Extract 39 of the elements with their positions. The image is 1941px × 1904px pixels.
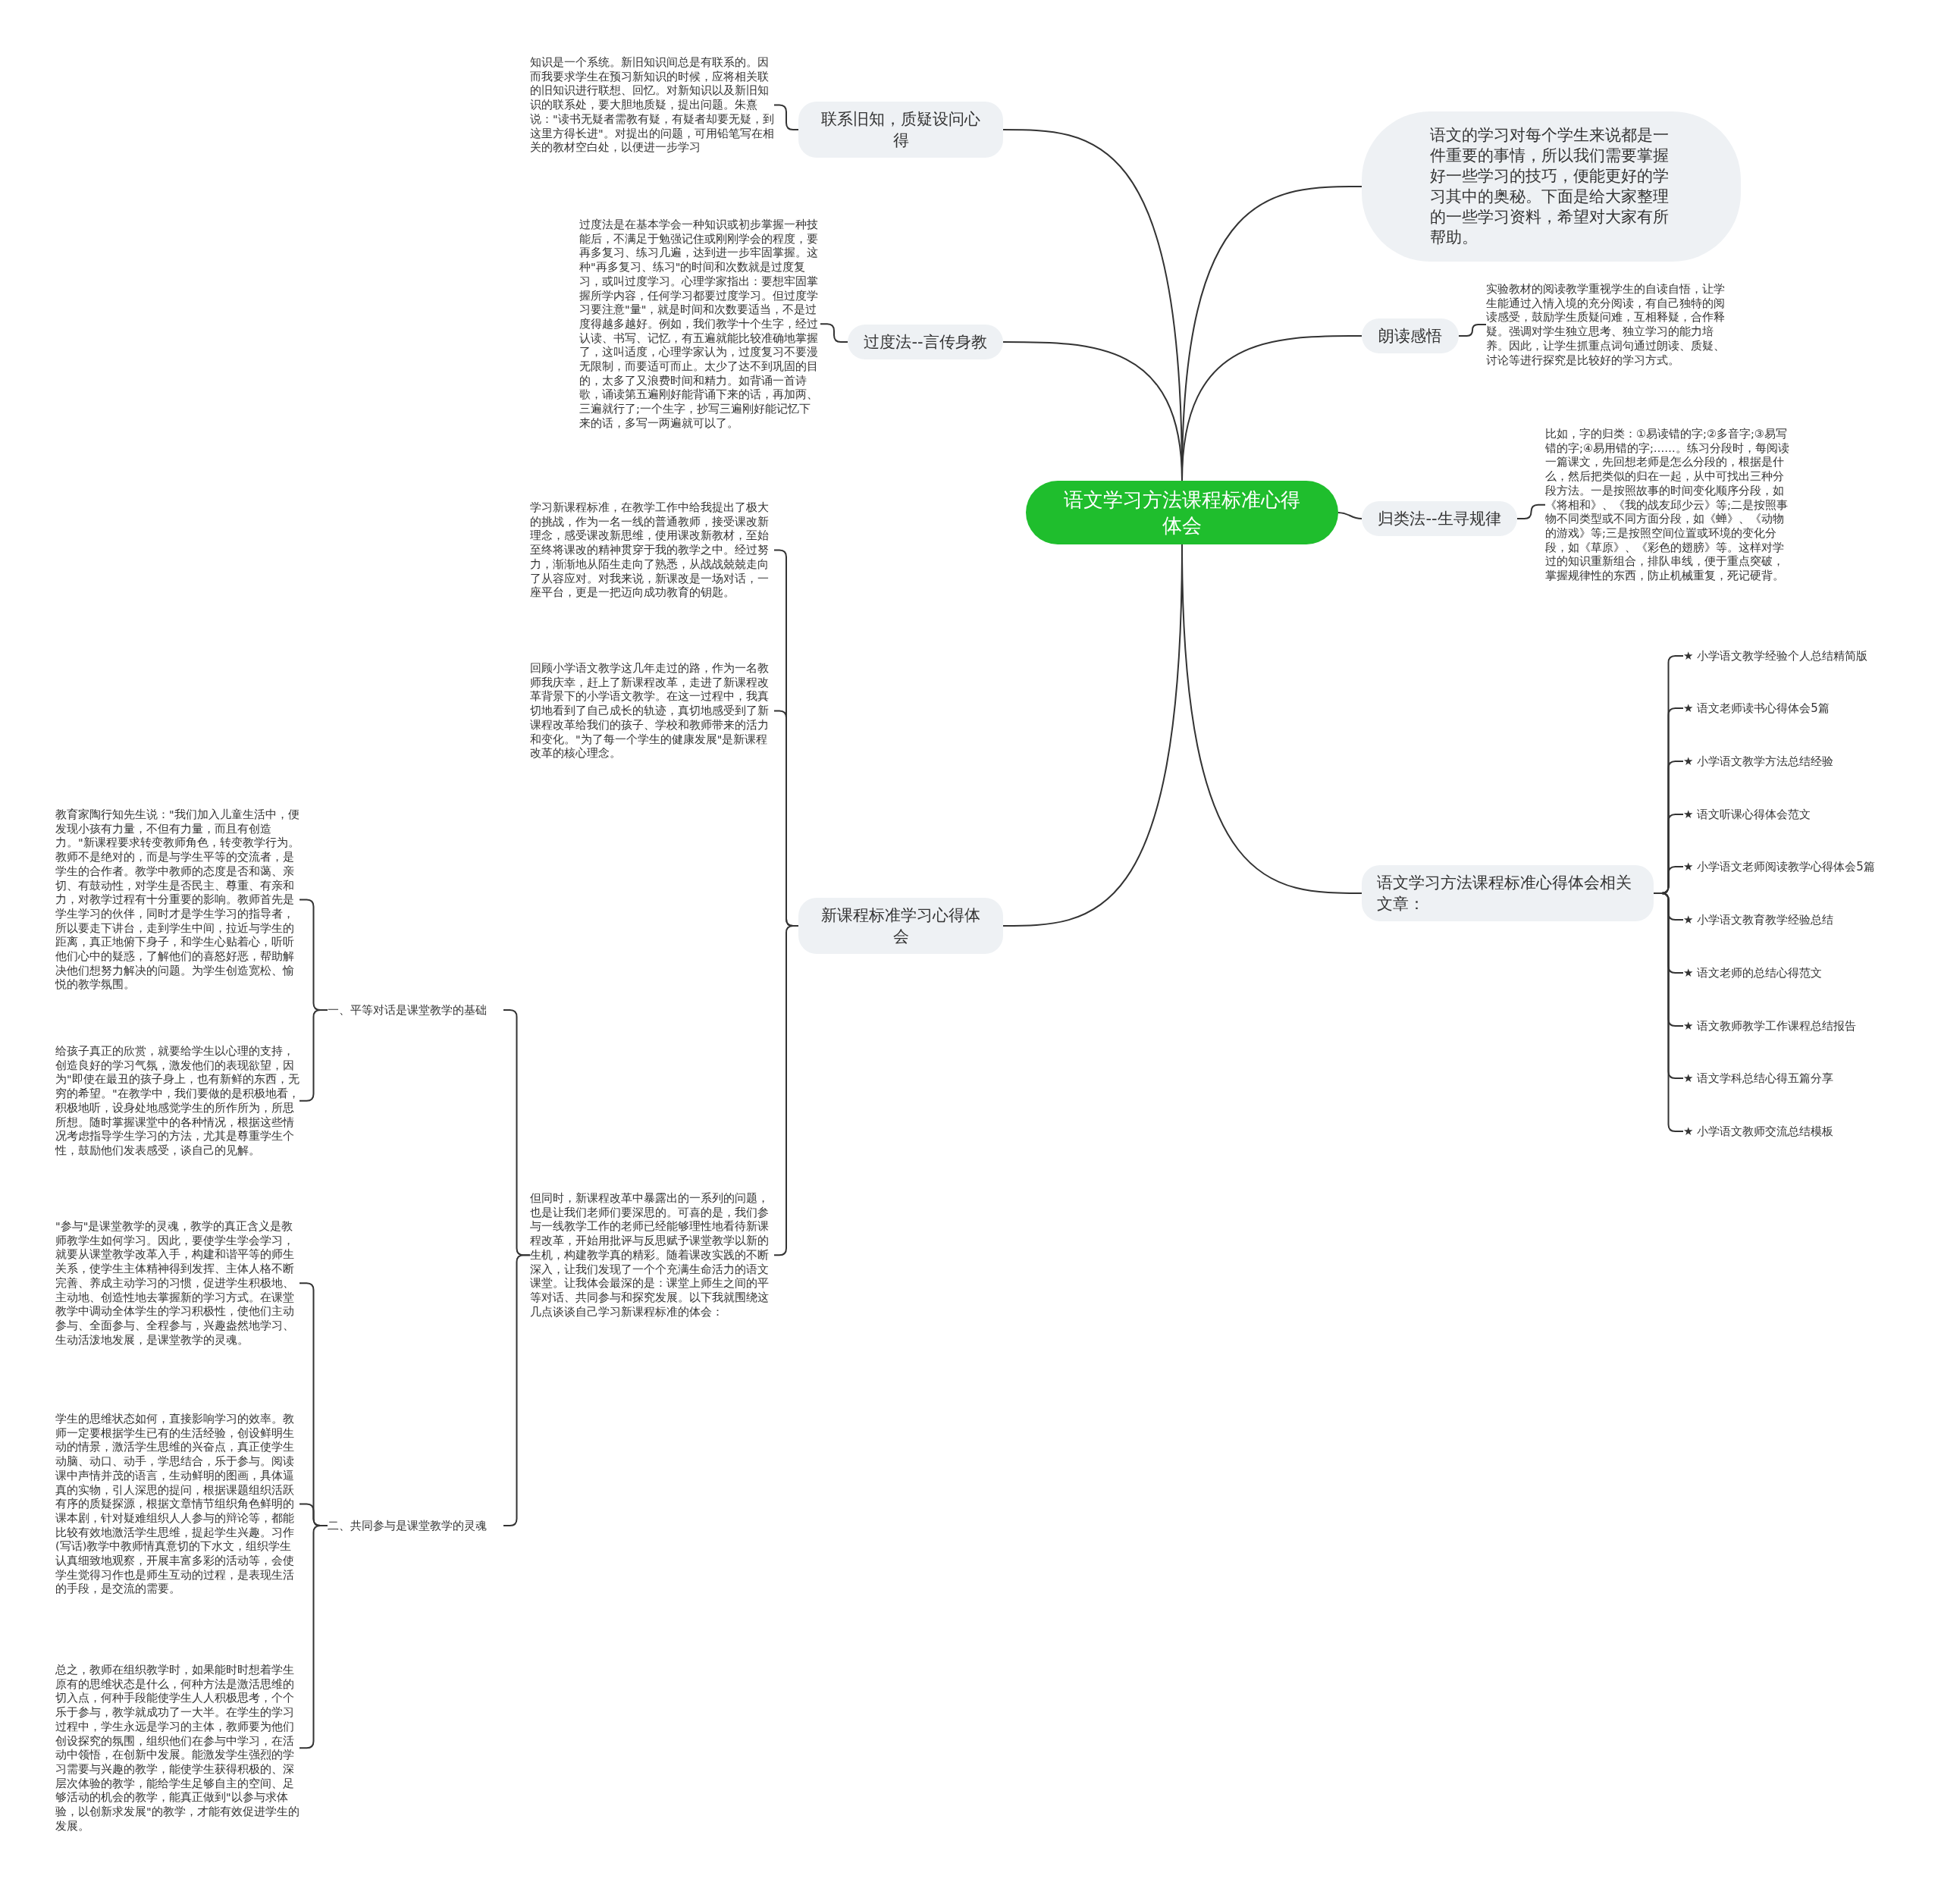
- article-link-text: ★ 语文学科总结心得五篇分享: [1683, 1071, 1926, 1086]
- subtopic-text: 一、平等对话是课堂教学的基础: [328, 1002, 503, 1018]
- paragraph-text: 学生的思维状态如何，直接影响学习的效率。教师一定要根据学生已有的生活经验，创设鲜明生动的情景，激活学生思维的兴奋点，真正使学生动脑、动口、动手，学思结合，乐于参与。阅读课中声情并茂的语言，生动鲜明的图画，具体逼真的实物，引人深思的提问，根据课题组织活跃有序的质疑探源，根据文章情节组织角色鲜明的课本剧，针对疑难组织人人参与的辩论等，都能比较有效地激活学生思维，提起学生兴趣。习作(写话)教学中教师情真意切的下水文，组织学生认真细致地观察，开展丰富多彩的活动等，会使学生觉得习作也是师生互动的过程，是表现生活的手段，是交流的需要。: [55, 1412, 299, 1597]
- topic-bubble: 联系旧知，质疑设问心得: [798, 102, 1003, 158]
- connector-line: [1337, 512, 1362, 519]
- paragraph-text: 但同时，新课程改革中暴露出的一系列的问题，也是让我们老师们要深思的。可喜的是，我们参与一线教学工作的老师已经能够理性地看待新课程改革，开始用批评与反思赋予课堂教学以新的生机，构建教学真的精彩。随着课改实践的不断深入，让我们发现了一个个充满生命活力的语文课堂。让我体会最深的是：课堂上师生之间的平等对话、共同参与和探究发展。以下我就围绕这几点谈谈自己学习新课程标准的体会：: [530, 1191, 774, 1319]
- paragraph-text: 比如，字的归类：①易读错的字;②多音字;③易写错的字;④易用错的字;……。练习分段时，每阅读一篇课文，先回想老师是怎么分段的，根据是什么，然后把类似的归在一起，从中可找出三种分段方法。一是按照故事的时间变化顺序分段，如《将相和》、《我的战友邱少云》等;二是按照事物不同类型或不同方面分段，如《蝉》、《动物的游戏》等;三是按照空间位置或环境的变化分段，如《草原》、《彩色的翅膀》等。这样对学过的知识重新组合，排队串线，便于重点突破，掌握规律性的东西，防止机械重复，死记硬背。: [1545, 427, 1789, 583]
- topic-bubble: 归类法--生寻规律: [1362, 501, 1517, 536]
- article-link-text: ★ 语文听课心得体会范文: [1683, 807, 1926, 822]
- topic-bubble: 朗读感悟: [1362, 318, 1459, 353]
- connector-line: [1181, 335, 1362, 481]
- article-link-text: ★ 小学语文教学方法总结经验: [1683, 754, 1926, 769]
- article-link-text: ★ 语文教师教学工作课程总结报告: [1683, 1018, 1926, 1034]
- paragraph-text: 给孩子真正的欣赏，就要给学生以心理的支持，创造良好的学习气氛，激发他们的表现欲望，因为"即使在最丑的孩子身上，也有新鲜的东西，无穷的希望。"在教学中，我们要做的是积极地看，积极地听，设身处地感觉学生的所作所为，所思所想。随时掌握课堂中的各种情况，根据这些情况考虑指导学生学习的方法，尤其是尊重学生个性，鼓励他们发表感受，谈自己的见解。: [55, 1044, 299, 1158]
- connector-line: [1653, 892, 1684, 1132]
- paragraph-text: 教育家陶行知先生说："我们加入儿童生活中，便发现小孩有力量，不但有力量，而且有创造力。"新课程要求转变教师角色，转变教学行为。教师不是绝对的，而是与学生平等的交流者，是学生的合作者。教学中教师的态度是否和蔼、亲切、有鼓动性，对学生是否民主、尊重、有亲和力，对教学过程有十分重要的影响。教师首先是学生学习的伙伴，同时才是学生学习的指导者，所以要走下讲台，走到学生中间，拉近与学生的距离，真正地俯下身子，和学生心贴着心，听听他们心中的疑惑，了解他们的喜怒好恶，帮助解决他们想努力解决的问题。为学生创造宽松、愉悦的教学氛围。: [55, 808, 299, 993]
- paragraph-text: 过度法是在基本学会一种知识或初步掌握一种技能后，不满足于勉强记住或刚刚学会的程度，要再多复习、练习几遍，达到进一步牢固掌握。这种"再多复习、练习"的时间和次数就是过度复习，或叫过度学习。心理学家指出：要想牢固掌握所学内容，任何学习都要过度学习。但过度学习要注意"量"，就是时间和次数要适当，不是过度得越多越好。例如，我们教学十个生字，经过认读、书写、记忆，有五遍就能比较准确地掌握了，这叫适度，心理学家认为，过度复习不要漫无限制，而要适可而止。太少了达不到巩固的目的，太多了又浪费时间和精力。如背诵一首诗歌，诵读第五遍刚好能背诵下来的话，再加两、三遍就行了;一个生字，抄写三遍刚好能记忆下来的话，多写一两遍就可以了。: [579, 218, 820, 431]
- central-topic: 语文学习方法课程标准心得体会: [1026, 481, 1338, 544]
- topic-bubble: 过度法--言传身教: [848, 325, 1003, 359]
- connector-line: [773, 104, 799, 130]
- paragraph-text: 知识是一个系统。新旧知识间总是有联系的。因而我要求学生在预习新知识的时候，应将相关联的旧知识进行联想、回忆。对新知识以及新旧知识的联系处，要大胆地质疑，提出问题。朱熹说："读书无疑者需教有疑，有疑者却要无疑，到这里方得长进"。对提出的问题，可用铅笔写在相关的教材空白处，以便进一步学习: [530, 55, 774, 155]
- connector-line: [820, 323, 848, 343]
- article-link-text: ★ 语文老师的总结心得范文: [1683, 965, 1926, 980]
- paragraph-text: 实验教材的阅读教学重视学生的自读自悟，让学生能通过入情入境的充分阅读，有自己独特的阅读感受，鼓励学生质疑问难，互相释疑，合作释疑。强调对学生独立思考、独立学习的能力培养。因此，让学生抓重点词句通过朗读、质疑、讨论等进行探究是比较好的学习方式。: [1486, 282, 1730, 368]
- topic-bubble: 新课程标准学习心得体会: [798, 898, 1003, 954]
- subtopic-text: 二、共同参与是课堂教学的灵魂: [328, 1518, 503, 1533]
- paragraph-text: "参与"是课堂教学的灵魂，教学的真正含义是教师教学生如何学习。因此，要使学生学会学习，就要从课堂教学改革入手，构建和谐平等的师生关系，使学生主体精神得到发挥、主体人格不断完善、养成主动学习的习惯，促进学生积极地、主动地、创造性地去掌握新的学习方式。在课堂教学中调动全体学生的学习积极性，使他们主动参与、全面参与、全程参与，兴趣盎然地学习、生动活泼地发展，是课堂教学的灵魂。: [55, 1219, 299, 1347]
- paragraph-text: 学习新课程标准，在教学工作中给我提出了极大的挑战，作为一名一线的普通教师，接受课改新理念，感受课改新思维，使用课改新教材，至始至终将课改的精神贯穿于我的教学之中。经过努力，渐渐地从陌生走向了熟悉，从战战兢兢走向了从容应对。对我来说，新课改是一场对话，一座平台，更是一把迈向成功教育的钥匙。: [530, 500, 774, 600]
- intro-bubble: 语文的学习对每个学生来说都是一件重要的事情，所以我们需要掌握好一些学习的技巧，便能更好的学习其中的奥秘。下面是给大家整理的一些学习资料，希望对大家有所帮助。: [1362, 111, 1741, 262]
- article-link-text: ★ 小学语文老师阅读教学心得体会5篇: [1683, 859, 1926, 874]
- connector-line: [1458, 324, 1487, 337]
- topic-bubble: 语文学习方法课程标准心得体会相关文章：: [1362, 865, 1654, 921]
- article-link-text: ★ 语文老师读书心得体会5篇: [1683, 701, 1926, 716]
- connector-line: [1516, 503, 1546, 519]
- paragraph-text: 回顾小学语文教学这几年走过的路，作为一名教师我庆幸，赶上了新课程改革，走进了新课程改革背景下的小学语文教学。在这一过程中，我真切地看到了自己成长的轨迹，真切地感受到了新课程改革给我们的孩子、学校和教师带来的活力和变化。"为了每一个学生的健康发展"是新课程改革的核心理念。: [530, 661, 774, 761]
- article-link-text: ★ 小学语文教学经验个人总结精简版: [1683, 648, 1926, 663]
- paragraph-text: 总之，教师在组织教学时，如果能时时想着学生原有的思维状态是什么，何种方法是激活思维的切入点，何种手段能使学生人人积极思考，个个乐于参与，教学就成功了一大半。在学生的学习过程中，学生永远是学习的主体，教师要为他们创设探究的氛围，组织他们在参与中学习，在活动中领悟，在创新中发展。能激发学生强烈的学习需要与兴趣的教学，能使学生获得积极的、深层次体验的教学，能给学生足够自主的空间、足够活动的机会的教学，能真正做到"以参与求体验，以创新求发展"的教学，才能有效促进学生的发展。: [55, 1663, 299, 1833]
- article-link-text: ★ 小学语文教育教学经验总结: [1683, 912, 1926, 927]
- article-link-text: ★ 小学语文教师交流总结模板: [1683, 1124, 1926, 1139]
